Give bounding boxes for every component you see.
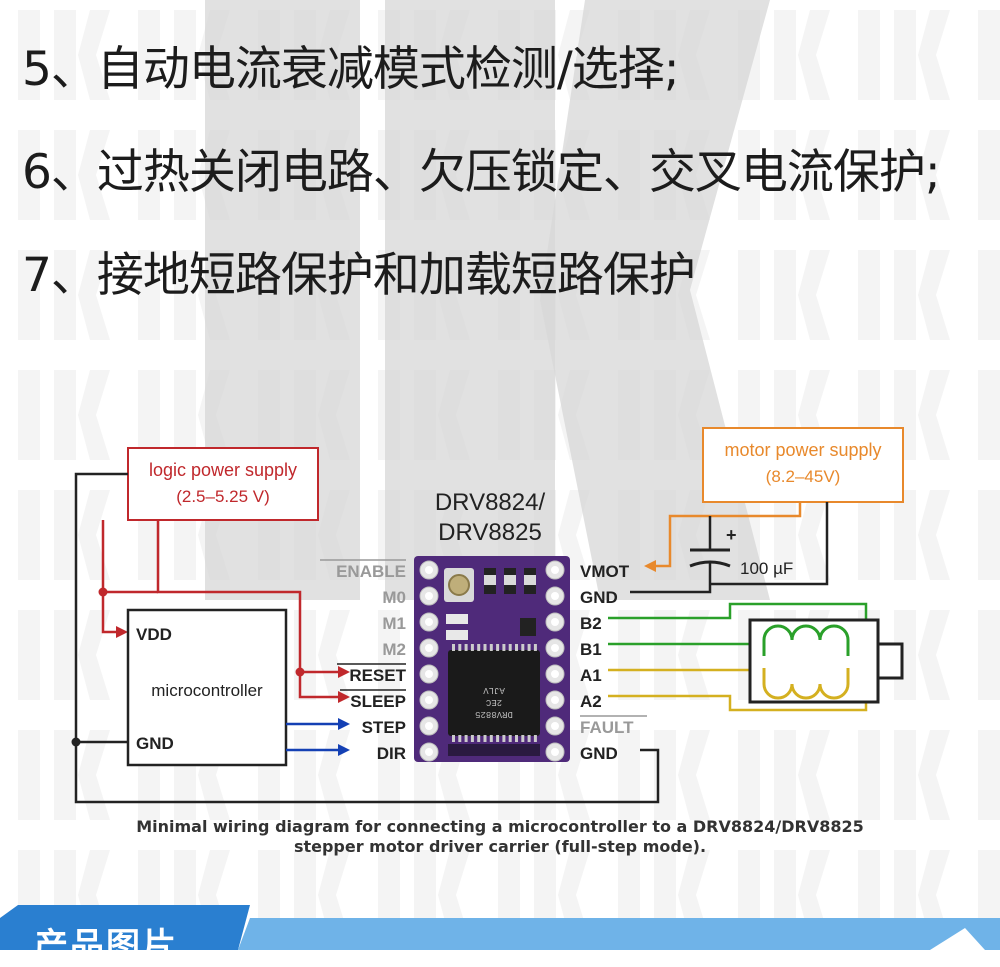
pin-b1-label: B1 [580, 640, 602, 659]
step-arrow [338, 718, 350, 730]
chip-title-line1: DRV8824/ [435, 489, 546, 516]
logic-supply-range: (2.5–5.25 V) [176, 487, 270, 506]
pin-dir-label: DIR [377, 744, 406, 763]
pin-step-label: STEP [362, 718, 406, 737]
motor-supply-range: (8.2–45V) [766, 467, 841, 486]
stepper-motor [748, 618, 904, 704]
pin-a2-label: A2 [580, 692, 602, 711]
mcu-vdd-label: VDD [136, 625, 172, 644]
logic-junction-right [295, 667, 305, 677]
feature-item-5: 5、自动电流衰减模式检测/选择; [22, 42, 680, 97]
logic-vdd-wire [101, 520, 118, 634]
logic-supply-title: logic power supply [149, 460, 297, 480]
motor-supply-box [702, 427, 904, 503]
b2-wire [608, 602, 868, 622]
chip-title-line2: DRV8825 [438, 519, 542, 546]
b1-wire [608, 628, 758, 646]
vdd-arrow [116, 626, 128, 638]
vmot-arrow [644, 560, 656, 572]
diagram-caption-line2: stepper motor driver carrier (full-step … [293, 837, 707, 856]
sleep-arrow [338, 691, 350, 703]
wiring-diagram: logic power supply (2.5–5.25 V) motor po… [71, 427, 904, 804]
reset-arrow [338, 666, 350, 678]
logic-junction-left [98, 587, 108, 597]
driver-ic [448, 650, 540, 736]
ic-marking-3: AJLV [483, 685, 505, 695]
driver-board: DRV8825 2EC AJLV [414, 556, 570, 762]
logic-supply-box [127, 447, 319, 521]
logic-sleep-wire [298, 672, 340, 699]
dir-arrow [338, 744, 350, 756]
pin-enable-label: ENABLE [336, 562, 406, 581]
microcontroller-box [126, 608, 288, 767]
pin-a1-label: A1 [580, 666, 602, 685]
pin-m0-label: M0 [382, 588, 406, 607]
ground-junction [71, 737, 81, 747]
mcu-label: microcontroller [151, 681, 263, 700]
motor-supply-title: motor power supply [724, 440, 881, 460]
logic-reset-wire [156, 520, 340, 674]
pin-m1-label: M1 [382, 614, 406, 633]
section-header-banner [0, 905, 1000, 950]
pin-reset-label: RESET [349, 666, 406, 685]
cap-value-label: 100 µF [740, 559, 793, 578]
cap-plus-sign: + [726, 525, 737, 545]
pin-gnd-bottom-label: GND [580, 744, 618, 763]
vmot-wire [656, 502, 802, 568]
ic-marking-2: 2EC [485, 697, 502, 707]
ic-marking-1: DRV8825 [475, 709, 513, 719]
feature-item-7: 7、接地短路保护和加载短路保护 [22, 248, 696, 303]
gnd-top-wire [630, 584, 712, 594]
pin-gnd-top-label: GND [580, 588, 618, 607]
pin-vmot-label: VMOT [580, 562, 630, 581]
a1-wire [608, 668, 758, 686]
pin-sleep-label: SLEEP [350, 692, 406, 711]
mcu-gnd-label: GND [136, 734, 174, 753]
motor-gnd-wire [710, 502, 829, 586]
coil-a [762, 668, 850, 700]
diagram-caption-line1: Minimal wiring diagram for connecting a … [136, 817, 864, 836]
coil-b [762, 624, 850, 656]
pin-m2-label: M2 [382, 640, 406, 659]
section-title: 产品图片 [34, 926, 178, 966]
pin-b2-label: B2 [580, 614, 602, 633]
feature-item-6: 6、过热关闭电路、欠压锁定、交叉电流保护; [22, 145, 941, 200]
ground-loop-wire [74, 472, 660, 804]
pin-fault-label: FAULT [580, 718, 634, 737]
